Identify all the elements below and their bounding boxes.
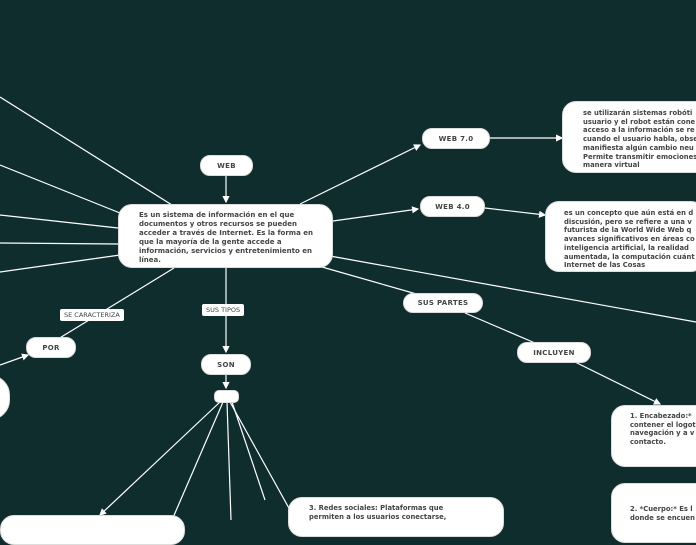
connector-lines	[0, 96, 696, 520]
sus-partes-node[interactable]: SUS PARTES	[403, 293, 483, 313]
web-7-description[interactable]: se utilizarán sistemas robóti usuario y …	[562, 101, 696, 173]
incluyen-node[interactable]: INCLUYEN	[517, 342, 591, 363]
web-7-node[interactable]: WEB 7.0	[422, 128, 490, 149]
redes-sociales-box[interactable]: 3. Redes sociales: Plataformas que permi…	[288, 497, 504, 537]
central-node[interactable]: Es un sistema de información en el que d…	[118, 204, 333, 268]
web-4-description[interactable]: es un concepto que aún está en d discusi…	[545, 201, 696, 272]
por-node[interactable]: POR	[26, 337, 76, 358]
cuerpo-box[interactable]: 2. *Cuerpo:* Es l donde se encuen	[611, 483, 696, 543]
son-node[interactable]: SON	[201, 354, 251, 375]
encabezado-box[interactable]: 1. Encabezado:* contener el logot navega…	[611, 405, 696, 467]
web-4-node[interactable]: WEB 4.0	[420, 196, 485, 217]
web-node[interactable]: WEB	[200, 155, 253, 176]
sus-tipos-label: SUS TIPOS	[202, 304, 245, 316]
empty-node[interactable]	[214, 390, 239, 403]
se-caracteriza-label: SE CARACTERIZA	[60, 309, 124, 321]
